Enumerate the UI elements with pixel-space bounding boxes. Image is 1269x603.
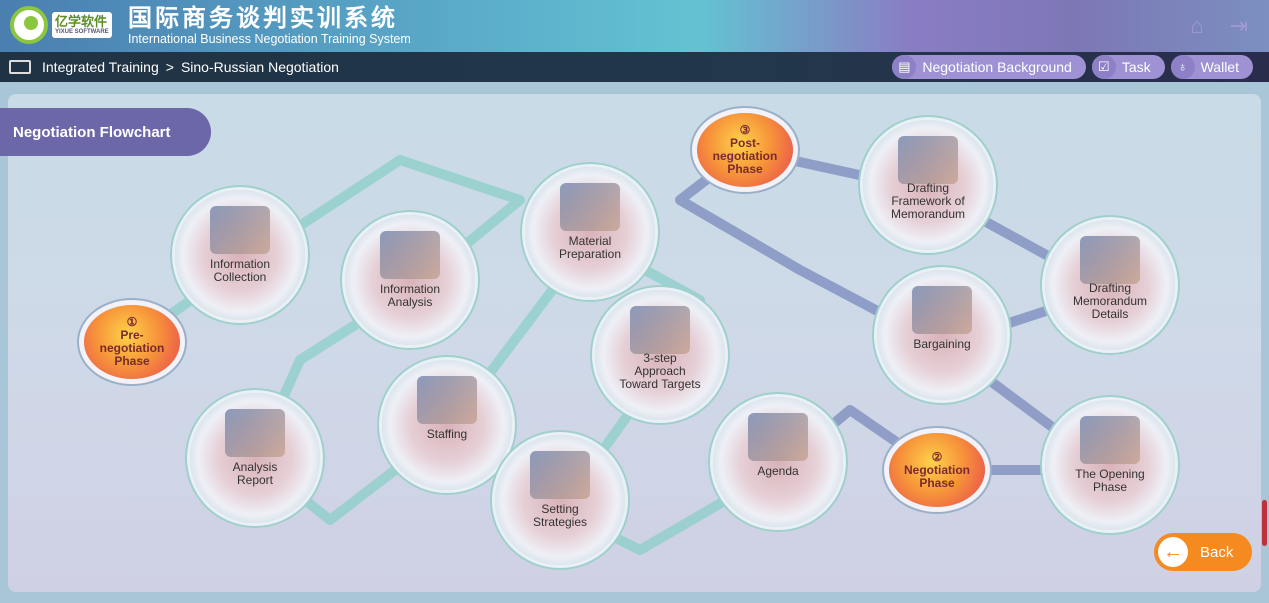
step-bargaining[interactable]: Bargaining (877, 270, 1007, 400)
illustration (898, 136, 958, 184)
illustration (225, 409, 285, 457)
flowchart-title-tab: Negotiation Flowchart (0, 108, 211, 156)
step-drafting-memorandum-details[interactable]: Drafting Memorandum Details (1045, 220, 1175, 350)
step-agenda[interactable]: Agenda (713, 397, 843, 527)
illustration (748, 413, 808, 461)
breadcrumb-item[interactable]: Integrated Training (42, 59, 159, 75)
illustration (380, 231, 440, 279)
illustration (210, 206, 270, 254)
back-button[interactable]: ←Back (1154, 533, 1252, 571)
illustration (560, 183, 620, 231)
illustration (530, 451, 590, 499)
task-check-icon: ☑ (1091, 55, 1116, 79)
illustration (1080, 416, 1140, 464)
breadcrumb-icon (9, 60, 31, 74)
arrow-left-icon: ← (1158, 537, 1188, 567)
illustration (912, 286, 972, 334)
illustration (630, 306, 690, 354)
scrollbar[interactable] (1262, 500, 1267, 546)
home-icon[interactable]: ⌂ (1190, 13, 1204, 38)
illustration (1080, 236, 1140, 284)
logo-icon (10, 6, 48, 44)
chat-icon: ▤ (892, 55, 917, 79)
step-drafting-framework[interactable]: Drafting Framework of Memorandum (863, 120, 993, 250)
illustration (417, 376, 477, 424)
breadcrumb-separator: > (165, 59, 174, 75)
step-setting-strategies[interactable]: Setting Strategies (495, 435, 625, 565)
money-bag-icon: ♁ (1170, 55, 1195, 79)
wallet-button[interactable]: ♁Wallet (1170, 55, 1253, 79)
step-information-collection[interactable]: Information Collection (175, 190, 305, 320)
breadcrumb-current: Sino-Russian Negotiation (180, 59, 339, 75)
app-title: 国际商务谈判实训系统 (128, 4, 398, 32)
logout-icon[interactable]: ⇥ (1229, 13, 1249, 38)
app-subtitle: International Business Negotiation Train… (128, 32, 411, 46)
breadcrumb: Integrated Training > Sino-Russian Negot… (9, 52, 339, 82)
step-3-step-approach[interactable]: 3-step Approach Toward Targets (595, 290, 725, 420)
step-material-preparation[interactable]: Material Preparation (525, 167, 655, 297)
negotiation-background-button[interactable]: ▤Negotiation Background (892, 55, 1086, 79)
toolbar: ▤Negotiation Background ☑Task ♁Wallet (892, 55, 1253, 79)
task-button[interactable]: ☑Task (1091, 55, 1165, 79)
step-analysis-report[interactable]: Analysis Report (190, 393, 320, 523)
step-staffing[interactable]: Staffing (382, 360, 512, 490)
step-opening-phase[interactable]: The Opening Phase (1045, 400, 1175, 530)
step-information-analysis[interactable]: Information Analysis (345, 215, 475, 345)
